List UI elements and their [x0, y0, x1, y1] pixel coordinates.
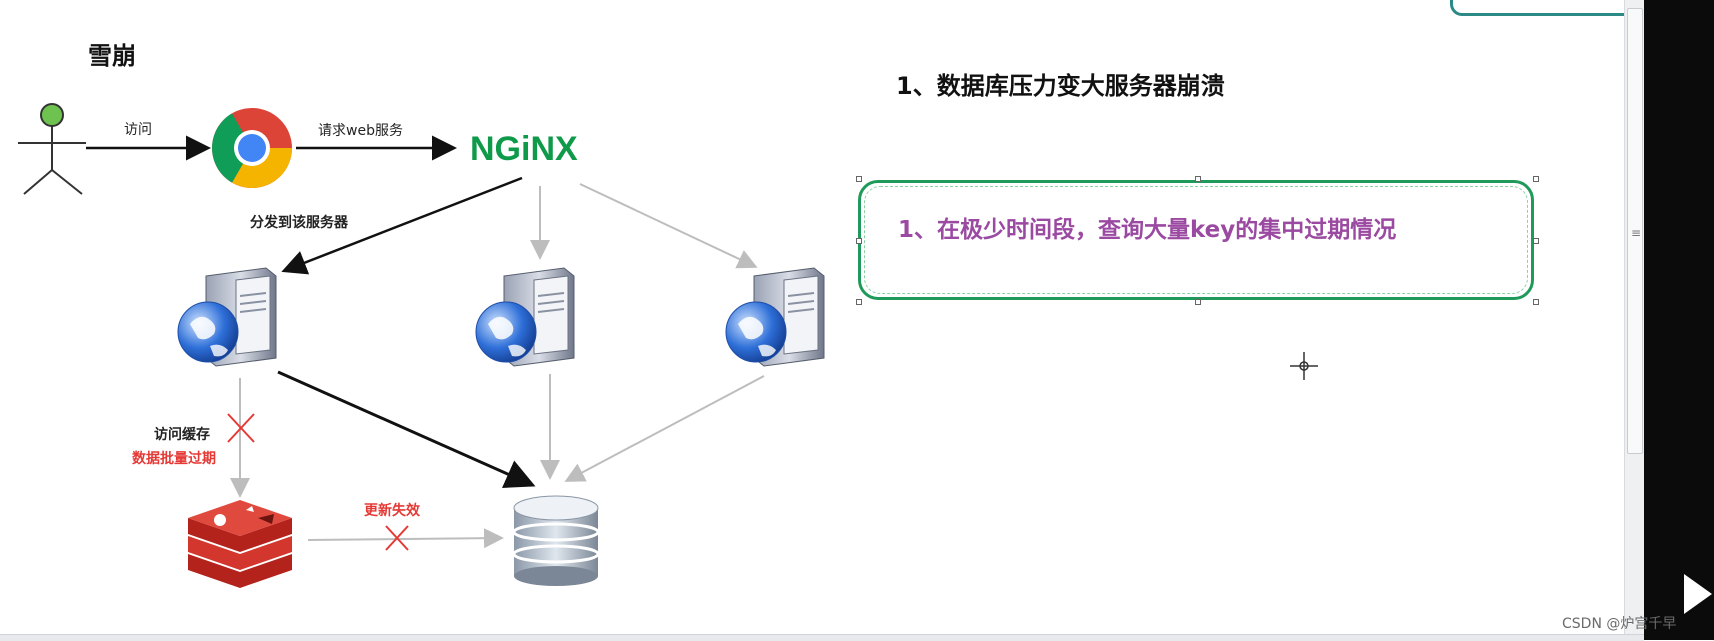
database-icon: [514, 496, 598, 586]
arrow-server3-db: [568, 376, 764, 480]
top-right-control[interactable]: [1450, 0, 1648, 16]
label-visit: 访问: [124, 119, 152, 139]
chrome-icon: [212, 108, 292, 188]
server-icon: [178, 268, 276, 366]
redis-icon: [188, 500, 292, 588]
label-data-expire: 数据批量过期: [132, 448, 216, 468]
watermark: CSDN @炉宫千早: [1562, 613, 1676, 633]
side-panel: [1644, 0, 1714, 640]
arrow-nginx-server3: [580, 184, 754, 266]
server-icon: [476, 268, 574, 366]
nginx-logo: NGiNX: [470, 130, 578, 168]
arrow-cache-db: [308, 538, 500, 540]
label-update-fail: 更新失效: [364, 500, 420, 520]
arrow-server1-db: [278, 372, 530, 484]
stick-figure-icon: [18, 104, 86, 194]
label-distribute: 分发到该服务器: [250, 212, 348, 232]
play-icon[interactable]: [1672, 560, 1714, 640]
scroll-grip-icon: ≡: [1631, 226, 1641, 240]
label-visit-cache: 访问缓存: [154, 424, 210, 444]
server-icon: [726, 268, 824, 366]
label-request-web: 请求web服务: [318, 120, 403, 140]
